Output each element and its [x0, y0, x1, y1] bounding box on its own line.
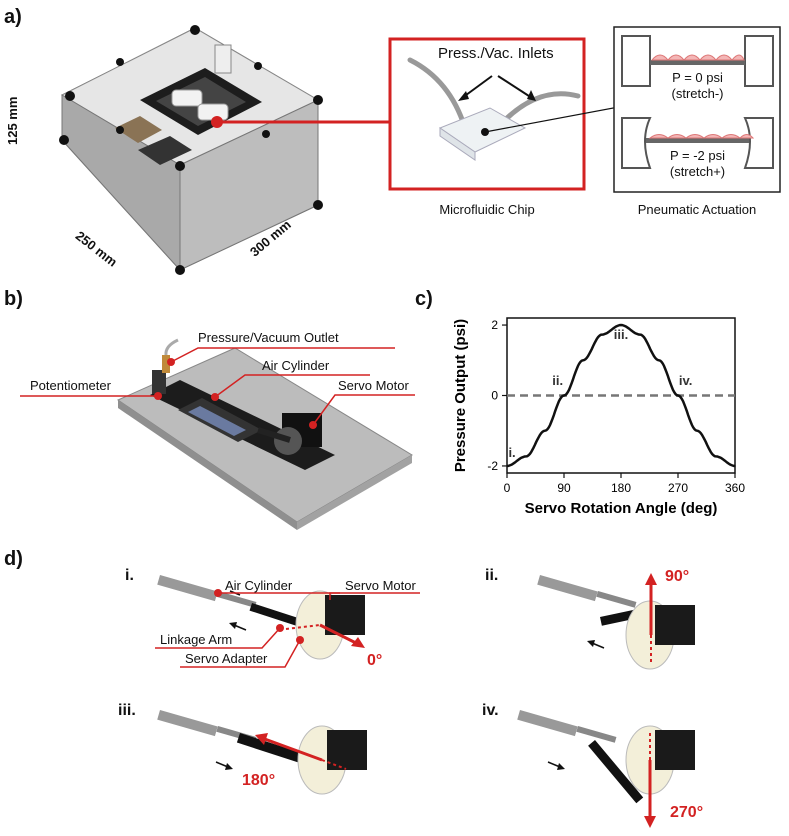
step-numeral-iii: iii.: [118, 702, 136, 719]
panel-label-d: d): [4, 548, 23, 570]
pneumatic-caption: Pneumatic Actuation: [637, 202, 757, 217]
state1-text: P = 0 psi (stretch-): [650, 70, 745, 102]
state2-text: P = -2 psi (stretch+): [650, 148, 745, 180]
x-tick-label: 270: [668, 481, 688, 495]
pneumatic-state-2: [621, 117, 774, 169]
step-numeral-ii: ii.: [485, 567, 499, 584]
angle-label-270: 270°: [670, 804, 704, 821]
angle-label-90: 90°: [665, 568, 690, 585]
dim-height: 125 mm: [5, 96, 20, 145]
y-tick-label: 2: [491, 318, 498, 332]
label-servo-adapter: Servo Adapter: [185, 651, 268, 666]
curve-annotation: i.: [508, 445, 515, 460]
data-point: [734, 465, 736, 467]
label-linkage-arm: Linkage Arm: [160, 632, 233, 647]
data-point: [563, 394, 565, 397]
step-ii-illustration: [537, 573, 695, 670]
data-point: [582, 359, 584, 362]
x-tick-label: 90: [557, 481, 571, 495]
data-point: [525, 455, 527, 458]
step-i-illustration: [157, 575, 365, 660]
data-point: [677, 394, 679, 397]
data-point: [658, 359, 660, 362]
label-outlet: Pressure/Vacuum Outlet: [198, 330, 339, 345]
panel-label-b: b): [4, 288, 23, 310]
data-point: [715, 455, 717, 458]
panel-d-graphics: [155, 573, 695, 828]
curve-annotation: ii.: [552, 373, 563, 388]
label-servo-motor-d: Servo Motor: [345, 578, 416, 593]
state2-stretch: (stretch+): [669, 164, 726, 179]
label-cylinder: Air Cylinder: [262, 358, 330, 373]
x-tick-label: 180: [611, 481, 631, 495]
x-tick-label: 0: [504, 481, 511, 495]
step-iii-illustration: [157, 710, 367, 795]
label-air-cylinder-d: Air Cylinder: [225, 578, 293, 593]
state1-pressure: P = 0 psi: [672, 70, 723, 85]
data-point: [639, 333, 641, 336]
x-tick-label: 360: [725, 481, 745, 495]
device-illustration: [116, 338, 413, 530]
data-point: [620, 324, 622, 326]
angle-label-180: 180°: [242, 772, 276, 789]
pressure-chart: 0 90 180 270 360 -2 0 2 i. ii. iii. iv. Servo Rotati…: [452, 317, 745, 517]
chip-illustration: [407, 57, 581, 161]
inlets-label: Press./Vac. Inlets: [438, 45, 554, 62]
data-point: [696, 429, 698, 432]
curve-annotation: iv.: [679, 373, 693, 388]
chip-caption: Microfluidic Chip: [439, 202, 535, 217]
y-tick-label: -2: [487, 459, 498, 473]
label-servo: Servo Motor: [338, 378, 409, 393]
step-iv-illustration: [517, 710, 695, 828]
step-numeral-iv: iv.: [482, 702, 499, 719]
y-axis-label: Pressure Output (psi): [452, 319, 469, 472]
angle-label-0: 0°: [367, 652, 383, 669]
panel-b-graphics: [20, 338, 415, 530]
panel-label-c: c): [415, 288, 433, 310]
label-potentiometer: Potentiometer: [30, 378, 111, 393]
data-point: [601, 333, 603, 336]
step-numeral-i: i.: [125, 567, 134, 584]
pneumatic-state-1: [621, 35, 774, 87]
x-axis-label: Servo Rotation Angle (deg): [525, 500, 718, 517]
y-tick-label: 0: [491, 389, 498, 403]
state2-pressure: P = -2 psi: [669, 148, 726, 163]
data-point: [544, 429, 546, 432]
pressure-curve: [506, 323, 736, 468]
state1-stretch: (stretch-): [671, 86, 724, 101]
panel-a-graphics: [59, 25, 781, 275]
curve-annotation: iii.: [614, 327, 628, 342]
enclosure-illustration: [59, 25, 323, 275]
panel-label-a: a): [4, 6, 22, 28]
